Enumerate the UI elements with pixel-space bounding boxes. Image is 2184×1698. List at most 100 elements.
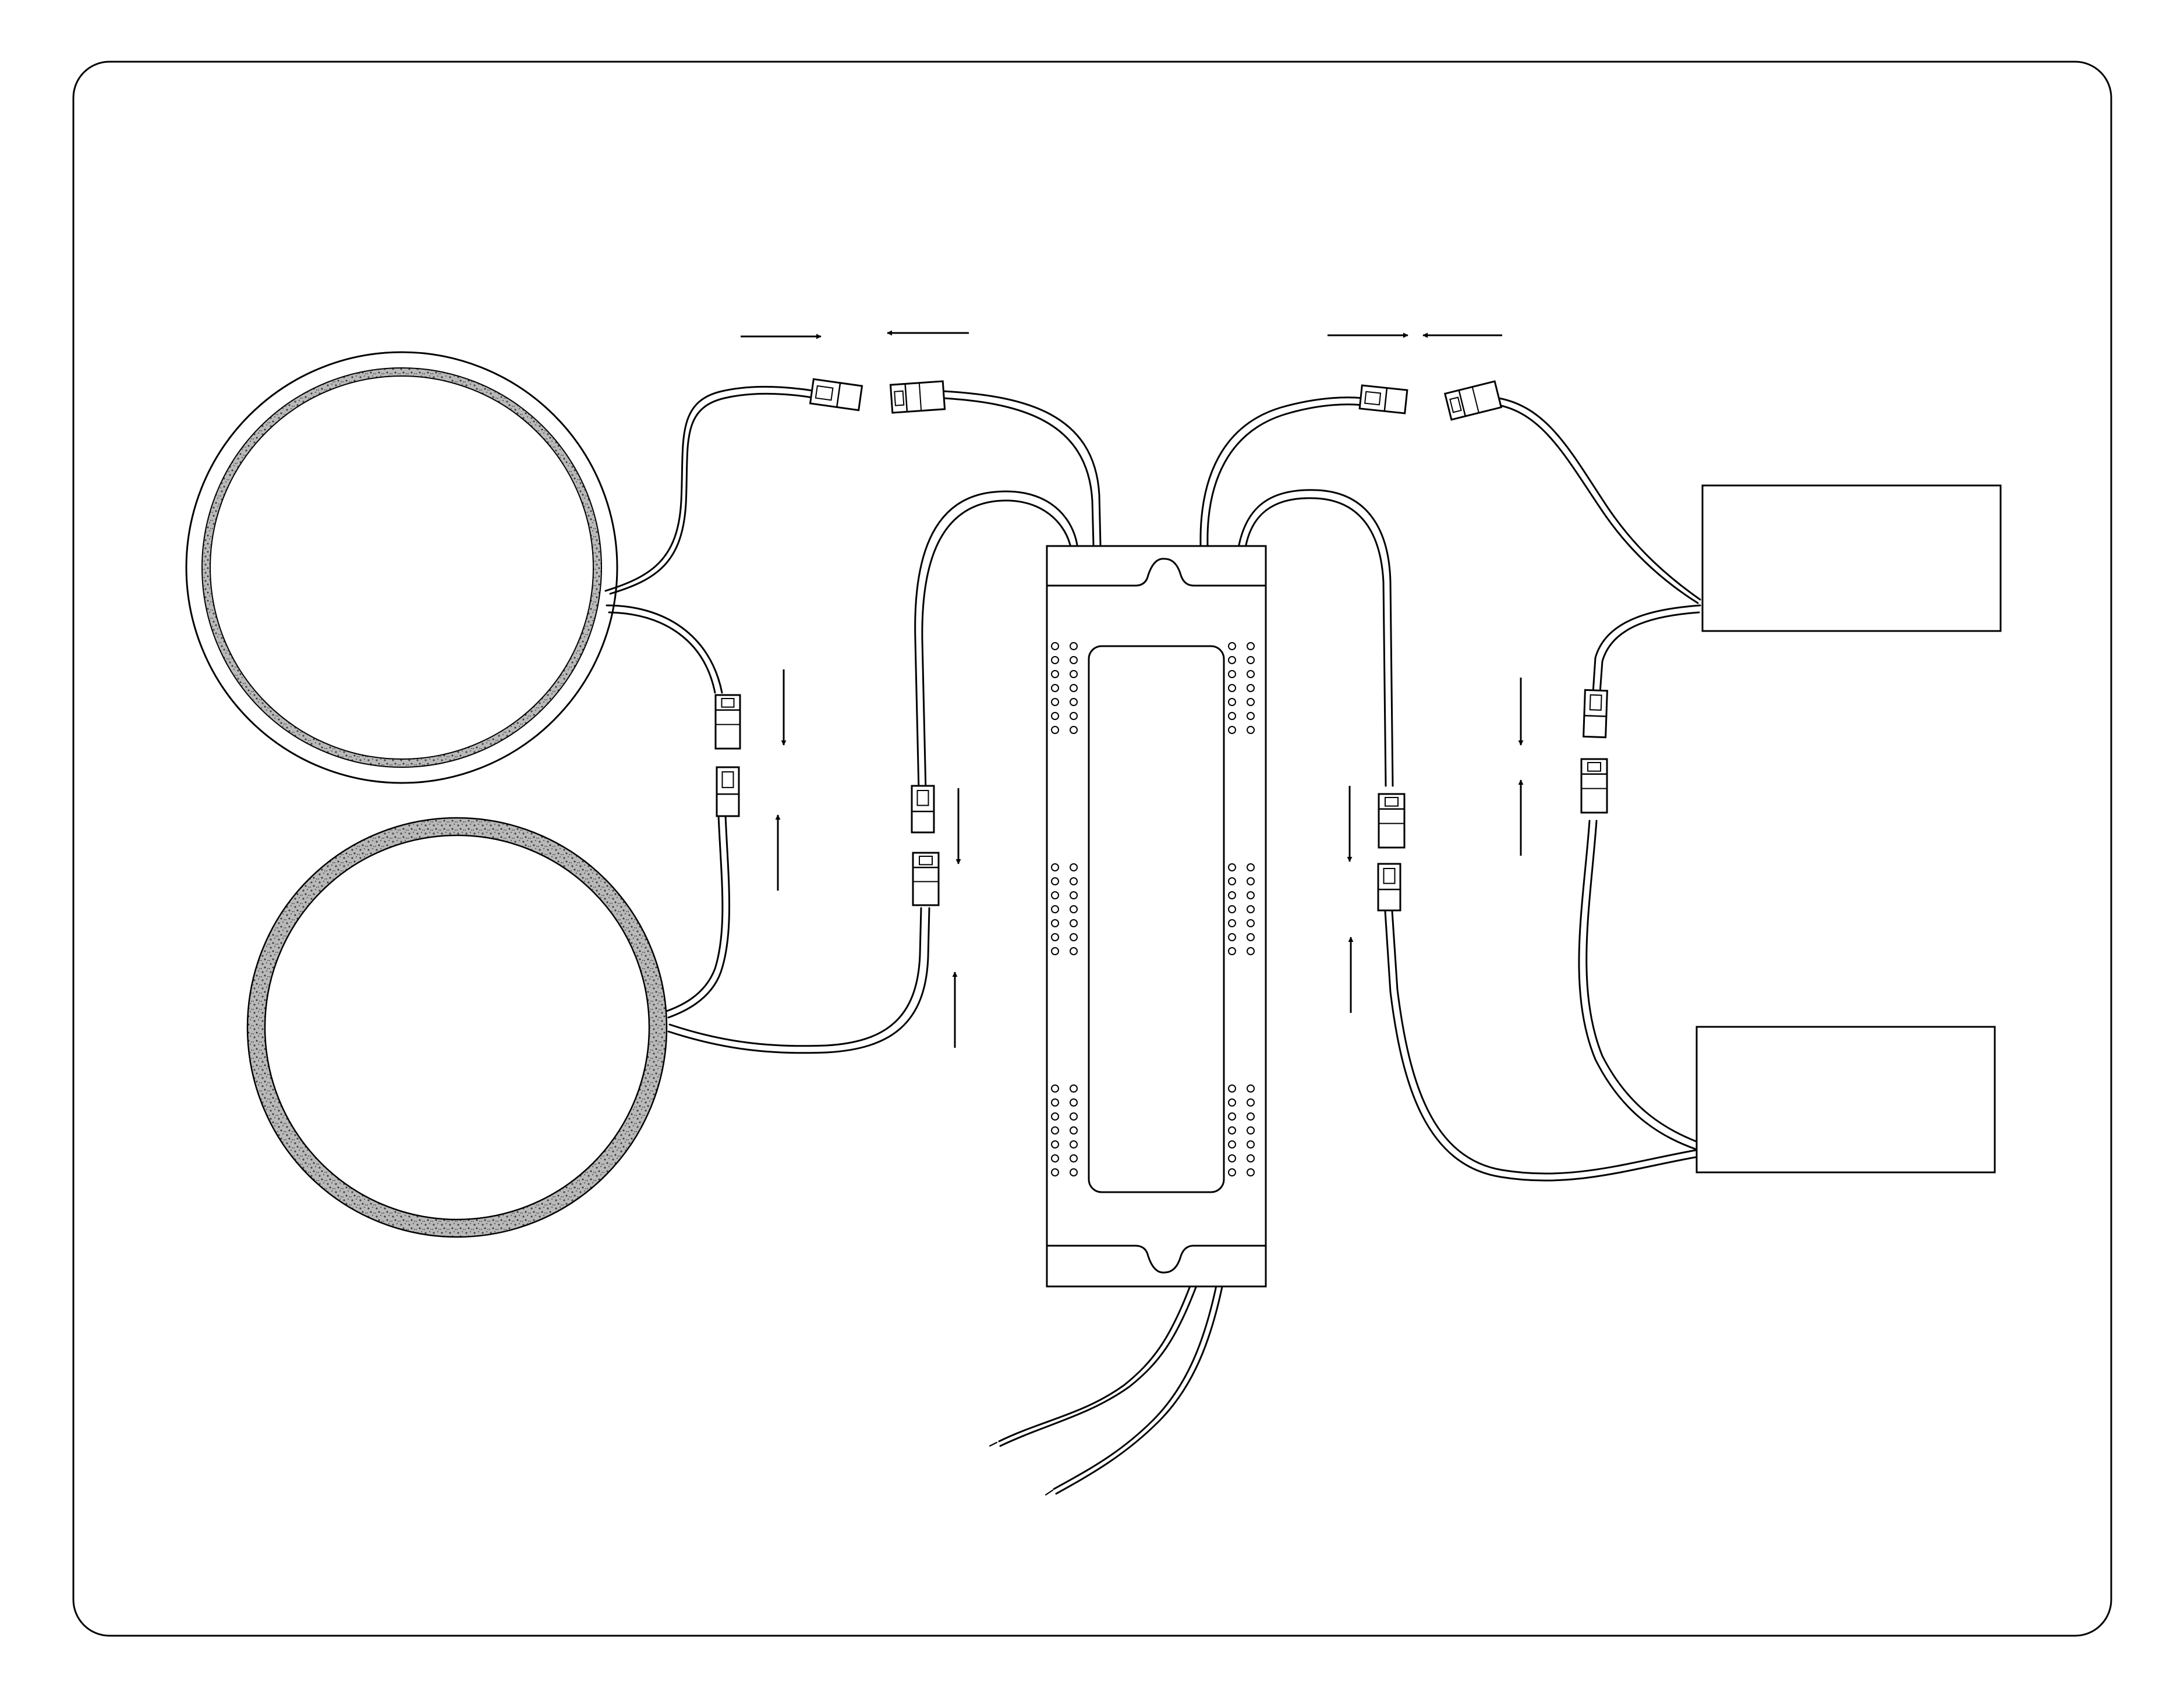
vent-hole — [1070, 698, 1078, 706]
vent-hole — [1247, 1168, 1255, 1176]
led-driver — [1046, 545, 1267, 1288]
vent-hole — [1051, 684, 1059, 692]
vent-hole — [1228, 933, 1236, 941]
vent-hole — [1070, 684, 1078, 692]
vent-hole — [1228, 656, 1236, 664]
vent-hole — [1228, 1112, 1236, 1121]
vent-hole — [1051, 1154, 1059, 1162]
vent-hole — [1070, 947, 1078, 955]
vent-hole — [1051, 1112, 1059, 1121]
female-connector — [1443, 380, 1503, 421]
vent-hole — [1247, 1154, 1255, 1162]
vent-hole — [1247, 684, 1255, 692]
vent-hole — [1228, 726, 1236, 734]
vent-hole — [1070, 877, 1078, 885]
ring-light-bottom — [246, 817, 668, 1238]
vent-hole — [1247, 1084, 1255, 1093]
vent-hole — [1247, 712, 1255, 720]
vent-hole — [1228, 905, 1236, 913]
vent-hole — [1247, 933, 1255, 941]
wire-module-bottom-to-connector — [1390, 901, 1697, 1175]
wire-ring1-down — [606, 604, 723, 694]
vent-hole — [1051, 712, 1059, 720]
vent-hole — [1247, 905, 1255, 913]
vent-hole — [1070, 1126, 1078, 1135]
male-connector — [1583, 689, 1608, 739]
vent-hole — [1247, 698, 1255, 706]
vent-hole — [1051, 642, 1059, 650]
vent-hole — [1051, 1098, 1059, 1107]
vent-hole — [1051, 947, 1059, 955]
vent-hole — [1247, 642, 1255, 650]
vent-hole — [1070, 1112, 1078, 1121]
wire-connector-to-module-top — [1498, 397, 1701, 601]
vent-hole — [1070, 670, 1078, 678]
vent-hole — [1070, 656, 1078, 664]
vent-hole — [1228, 1098, 1236, 1107]
vent-hole — [1070, 905, 1078, 913]
driver-vent-holes — [1051, 642, 1255, 1176]
vent-hole — [1051, 726, 1059, 734]
module-top — [1701, 484, 2002, 632]
power-wire-2 — [1053, 1282, 1218, 1490]
wire-to-module-bottom — [1578, 820, 1697, 1150]
module-bottom — [1695, 1026, 1996, 1174]
vent-hole — [1247, 1098, 1255, 1107]
wires — [604, 385, 1701, 1496]
vent-hole — [1051, 1168, 1059, 1176]
vent-hole — [1051, 698, 1059, 706]
vent-hole — [1247, 1140, 1255, 1148]
vent-hole — [1247, 1112, 1255, 1121]
wire-module-top-down — [1592, 604, 1701, 694]
vent-hole — [1247, 1126, 1255, 1135]
vent-hole — [1051, 919, 1059, 927]
vent-hole — [1247, 891, 1255, 899]
vent-hole — [1247, 877, 1255, 885]
vent-hole — [1051, 905, 1059, 913]
male-connector — [1358, 384, 1408, 414]
wire-connector-to-driver — [942, 390, 1102, 546]
vent-hole — [1247, 863, 1255, 871]
wire-to-ring2 — [667, 814, 731, 1019]
vent-hole — [1051, 670, 1059, 678]
vent-hole — [1070, 1098, 1078, 1107]
vent-hole — [1247, 670, 1255, 678]
vent-hole — [1070, 726, 1078, 734]
vent-hole — [1070, 642, 1078, 650]
vent-hole — [1228, 1084, 1236, 1093]
vent-hole — [1228, 684, 1236, 692]
vent-hole — [1051, 1140, 1059, 1148]
vent-hole — [1228, 712, 1236, 720]
vent-hole — [1247, 947, 1255, 955]
wire-driver-to-right-connector — [1199, 396, 1364, 546]
ring-light-top — [185, 351, 618, 784]
vent-hole — [1228, 919, 1236, 927]
vent-hole — [1247, 919, 1255, 927]
vent-hole — [1070, 891, 1078, 899]
vent-hole — [1070, 863, 1078, 871]
vent-hole — [1070, 1168, 1078, 1176]
vent-hole — [1228, 891, 1236, 899]
assembly-arrows — [741, 330, 1524, 1048]
vent-hole — [1070, 1140, 1078, 1148]
female-connector — [912, 852, 940, 906]
vent-hole — [1228, 670, 1236, 678]
vent-hole — [1051, 656, 1059, 664]
vent-hole — [1247, 656, 1255, 664]
vent-hole — [1070, 1154, 1078, 1162]
connectors — [714, 378, 1608, 912]
vent-hole — [1051, 933, 1059, 941]
male-connector — [809, 378, 863, 412]
female-connector — [1580, 758, 1608, 814]
power-wire-1 — [998, 1282, 1192, 1442]
vent-hole — [1228, 1168, 1236, 1176]
wire-ring2-to-connector — [668, 907, 922, 1047]
female-connector — [889, 380, 946, 414]
vent-hole — [1070, 933, 1078, 941]
vent-hole — [1228, 877, 1236, 885]
wire-ring1-to-connector — [604, 385, 816, 592]
wire-right-loop-to-driver — [1245, 497, 1387, 787]
vent-hole — [1070, 1084, 1078, 1093]
